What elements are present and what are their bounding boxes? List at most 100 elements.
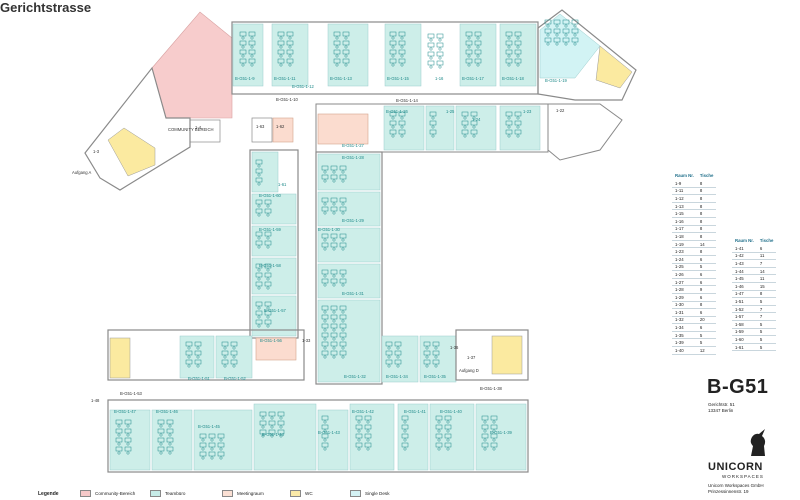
chair — [323, 179, 327, 183]
chair — [396, 346, 400, 350]
desk — [435, 415, 443, 421]
desk — [398, 129, 406, 135]
chair — [507, 45, 511, 49]
chair — [341, 238, 345, 242]
chair — [507, 63, 511, 67]
room-number-cell: 1-41 — [732, 245, 757, 253]
chair — [434, 355, 438, 359]
chair — [168, 433, 172, 437]
chair — [288, 45, 292, 49]
desk — [264, 310, 272, 316]
desk — [277, 411, 285, 417]
desk — [385, 359, 393, 365]
south-band — [107, 399, 529, 473]
chair — [323, 247, 327, 251]
room-1-31 — [317, 263, 381, 299]
chair — [201, 447, 205, 451]
chair — [232, 346, 236, 350]
desk — [124, 419, 132, 425]
chair — [564, 24, 568, 28]
room-number-cell: 1-30 — [672, 301, 697, 310]
desk — [339, 242, 347, 248]
label-room-1-19: B-G51-1-19 — [545, 78, 568, 83]
chair — [126, 424, 130, 428]
chair — [425, 355, 429, 359]
desk-count-cell: 9 — [696, 285, 717, 294]
desk — [199, 433, 207, 439]
desk — [389, 40, 397, 46]
chair — [335, 63, 339, 67]
desk — [208, 442, 216, 448]
chair — [387, 364, 391, 368]
label-room-1-63: 1-63 — [256, 124, 265, 129]
desk — [364, 442, 372, 448]
room-number-cell: 1-52 — [732, 305, 757, 314]
desk-count-cell: 5 — [696, 338, 717, 348]
chair — [483, 438, 487, 442]
desk-count-cell: 6 — [696, 323, 717, 332]
chair — [223, 346, 227, 350]
chair — [492, 429, 496, 433]
desk — [115, 446, 123, 452]
desk — [571, 37, 579, 43]
label-room-1-48: 1-48 — [91, 398, 100, 403]
chair — [438, 65, 442, 69]
room-1-52 — [215, 335, 253, 379]
label-room-1-46: B-G51-1-46 — [156, 409, 179, 414]
chair — [573, 24, 577, 28]
chair — [357, 447, 361, 451]
desk — [239, 49, 247, 55]
desk — [398, 31, 406, 37]
desk — [432, 341, 440, 347]
desk — [401, 433, 409, 439]
label-room-1-3: 1-3 — [93, 149, 100, 154]
chair — [472, 134, 476, 138]
chair — [219, 456, 223, 460]
desk — [321, 332, 329, 338]
chair — [463, 125, 467, 129]
legend-item: Single Desk — [350, 490, 390, 497]
desk — [355, 415, 363, 421]
label-room-1-33: 1-33 — [302, 338, 311, 343]
label-room-1-52: B-G51-1-52 — [224, 376, 247, 381]
desk — [330, 305, 338, 311]
chair — [332, 283, 336, 287]
desk — [465, 31, 473, 37]
chair — [257, 306, 261, 310]
desk — [342, 58, 350, 64]
desk — [217, 442, 225, 448]
label-room-1-28: B-G51-1-28 — [342, 155, 365, 160]
chair — [492, 420, 496, 424]
chair — [332, 274, 336, 278]
desk — [423, 350, 431, 356]
room-1-61 — [251, 151, 279, 193]
chair — [437, 429, 441, 433]
label-room-1-41: B-G51-1-41 — [404, 409, 427, 414]
label-room-1-40: B-G51-1-40 — [440, 409, 463, 414]
desk — [339, 323, 347, 329]
chair — [403, 429, 407, 433]
desk — [385, 341, 393, 347]
desk — [199, 442, 207, 448]
desk — [248, 49, 256, 55]
wc-se — [491, 335, 523, 375]
room-1-34 — [381, 335, 419, 383]
block-se — [455, 329, 529, 381]
desk — [401, 415, 409, 421]
desk — [355, 442, 363, 448]
chair — [266, 268, 270, 272]
desk — [230, 341, 238, 347]
chair — [196, 355, 200, 359]
desk — [339, 233, 347, 239]
desk — [394, 359, 402, 365]
chair — [555, 42, 559, 46]
chair — [437, 447, 441, 451]
chair — [323, 202, 327, 206]
chair — [555, 33, 559, 37]
